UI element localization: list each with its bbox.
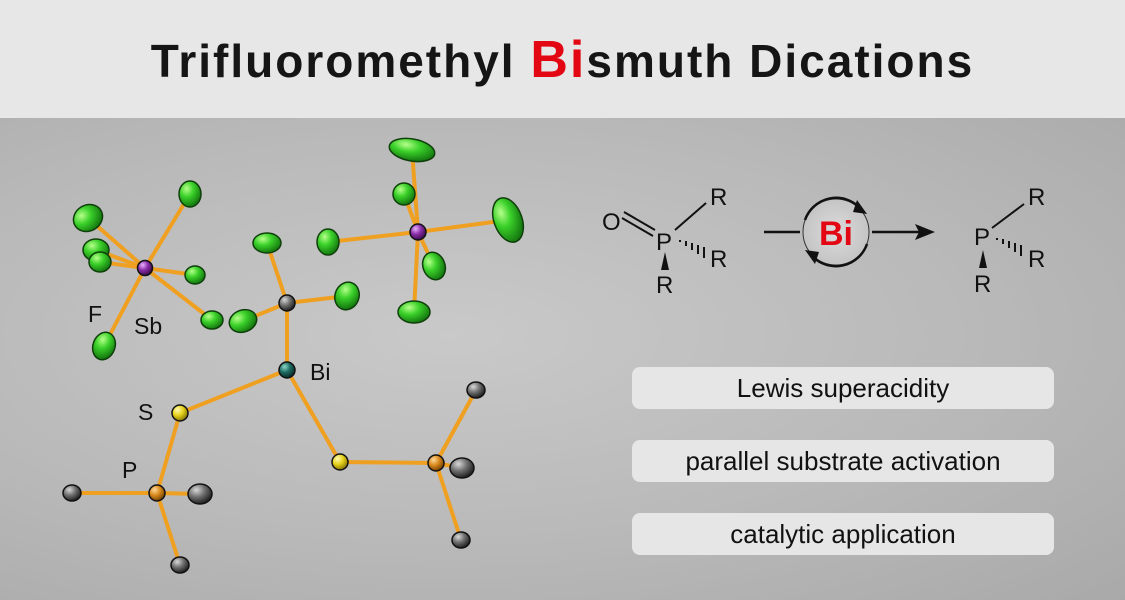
- reactant-o: O: [602, 209, 621, 236]
- fluorine-atoms: [72, 137, 525, 361]
- title-suffix: smuth Dications: [586, 35, 975, 87]
- reactant-r-top: R: [710, 184, 727, 211]
- content-area: F Sb Bi S P O P R R R: [0, 118, 1125, 600]
- title: Trifluoromethyl Bismuth Dications: [0, 30, 1125, 90]
- title-prefix: Trifluoromethyl: [150, 35, 531, 87]
- feature-pill-lewis-superacidity: Lewis superacidity: [632, 367, 1054, 409]
- product-r-top: R: [1028, 184, 1045, 211]
- feature-label: parallel substrate activation: [685, 445, 1001, 476]
- cf3-carbon-atom: [278, 294, 296, 312]
- structure-labels: F Sb Bi S P: [88, 301, 330, 483]
- reactant-p: P: [656, 229, 672, 256]
- title-accent-bi: Bi: [530, 31, 587, 89]
- content-graphics: F Sb Bi S P O P R R R: [62, 137, 1045, 574]
- feature-label: catalytic application: [730, 518, 956, 549]
- label-s: S: [138, 399, 153, 425]
- sulfur-atom-right: [331, 453, 349, 471]
- header-band: Trifluoromethyl Bismuth Dications: [0, 0, 1125, 118]
- label-sb: Sb: [134, 313, 162, 339]
- carbon-atoms: [62, 381, 486, 574]
- reactant-r-right: R: [710, 246, 727, 273]
- sulfur-atom-left: [171, 404, 189, 422]
- product-phosphine: P R R R: [974, 184, 1045, 298]
- reaction-arrow: Bi: [764, 196, 935, 268]
- phosphorus-atom-right: [427, 454, 445, 472]
- heavy-atoms: [136, 223, 445, 502]
- feature-label: Lewis superacidity: [736, 372, 950, 403]
- reactant-r-bottom: R: [656, 272, 673, 299]
- label-bi: Bi: [310, 359, 330, 385]
- label-f: F: [88, 301, 102, 327]
- reactant-phosphine-oxide: O P R R R: [602, 184, 727, 299]
- antimony-atom-left: [136, 259, 154, 277]
- crystal-structure-bonds: [70, 148, 510, 567]
- phosphorus-atom-left: [148, 484, 166, 502]
- catalyst-bi-label: Bi: [819, 215, 853, 253]
- bismuth-atom: [278, 361, 296, 379]
- label-p: P: [122, 457, 137, 483]
- feature-pill-catalytic-application: catalytic application: [632, 513, 1054, 555]
- product-p: P: [974, 224, 990, 251]
- product-r-right: R: [1028, 246, 1045, 273]
- antimony-atom-right: [409, 223, 427, 241]
- product-r-bottom: R: [974, 271, 991, 298]
- feature-pill-parallel-activation: parallel substrate activation: [632, 440, 1054, 482]
